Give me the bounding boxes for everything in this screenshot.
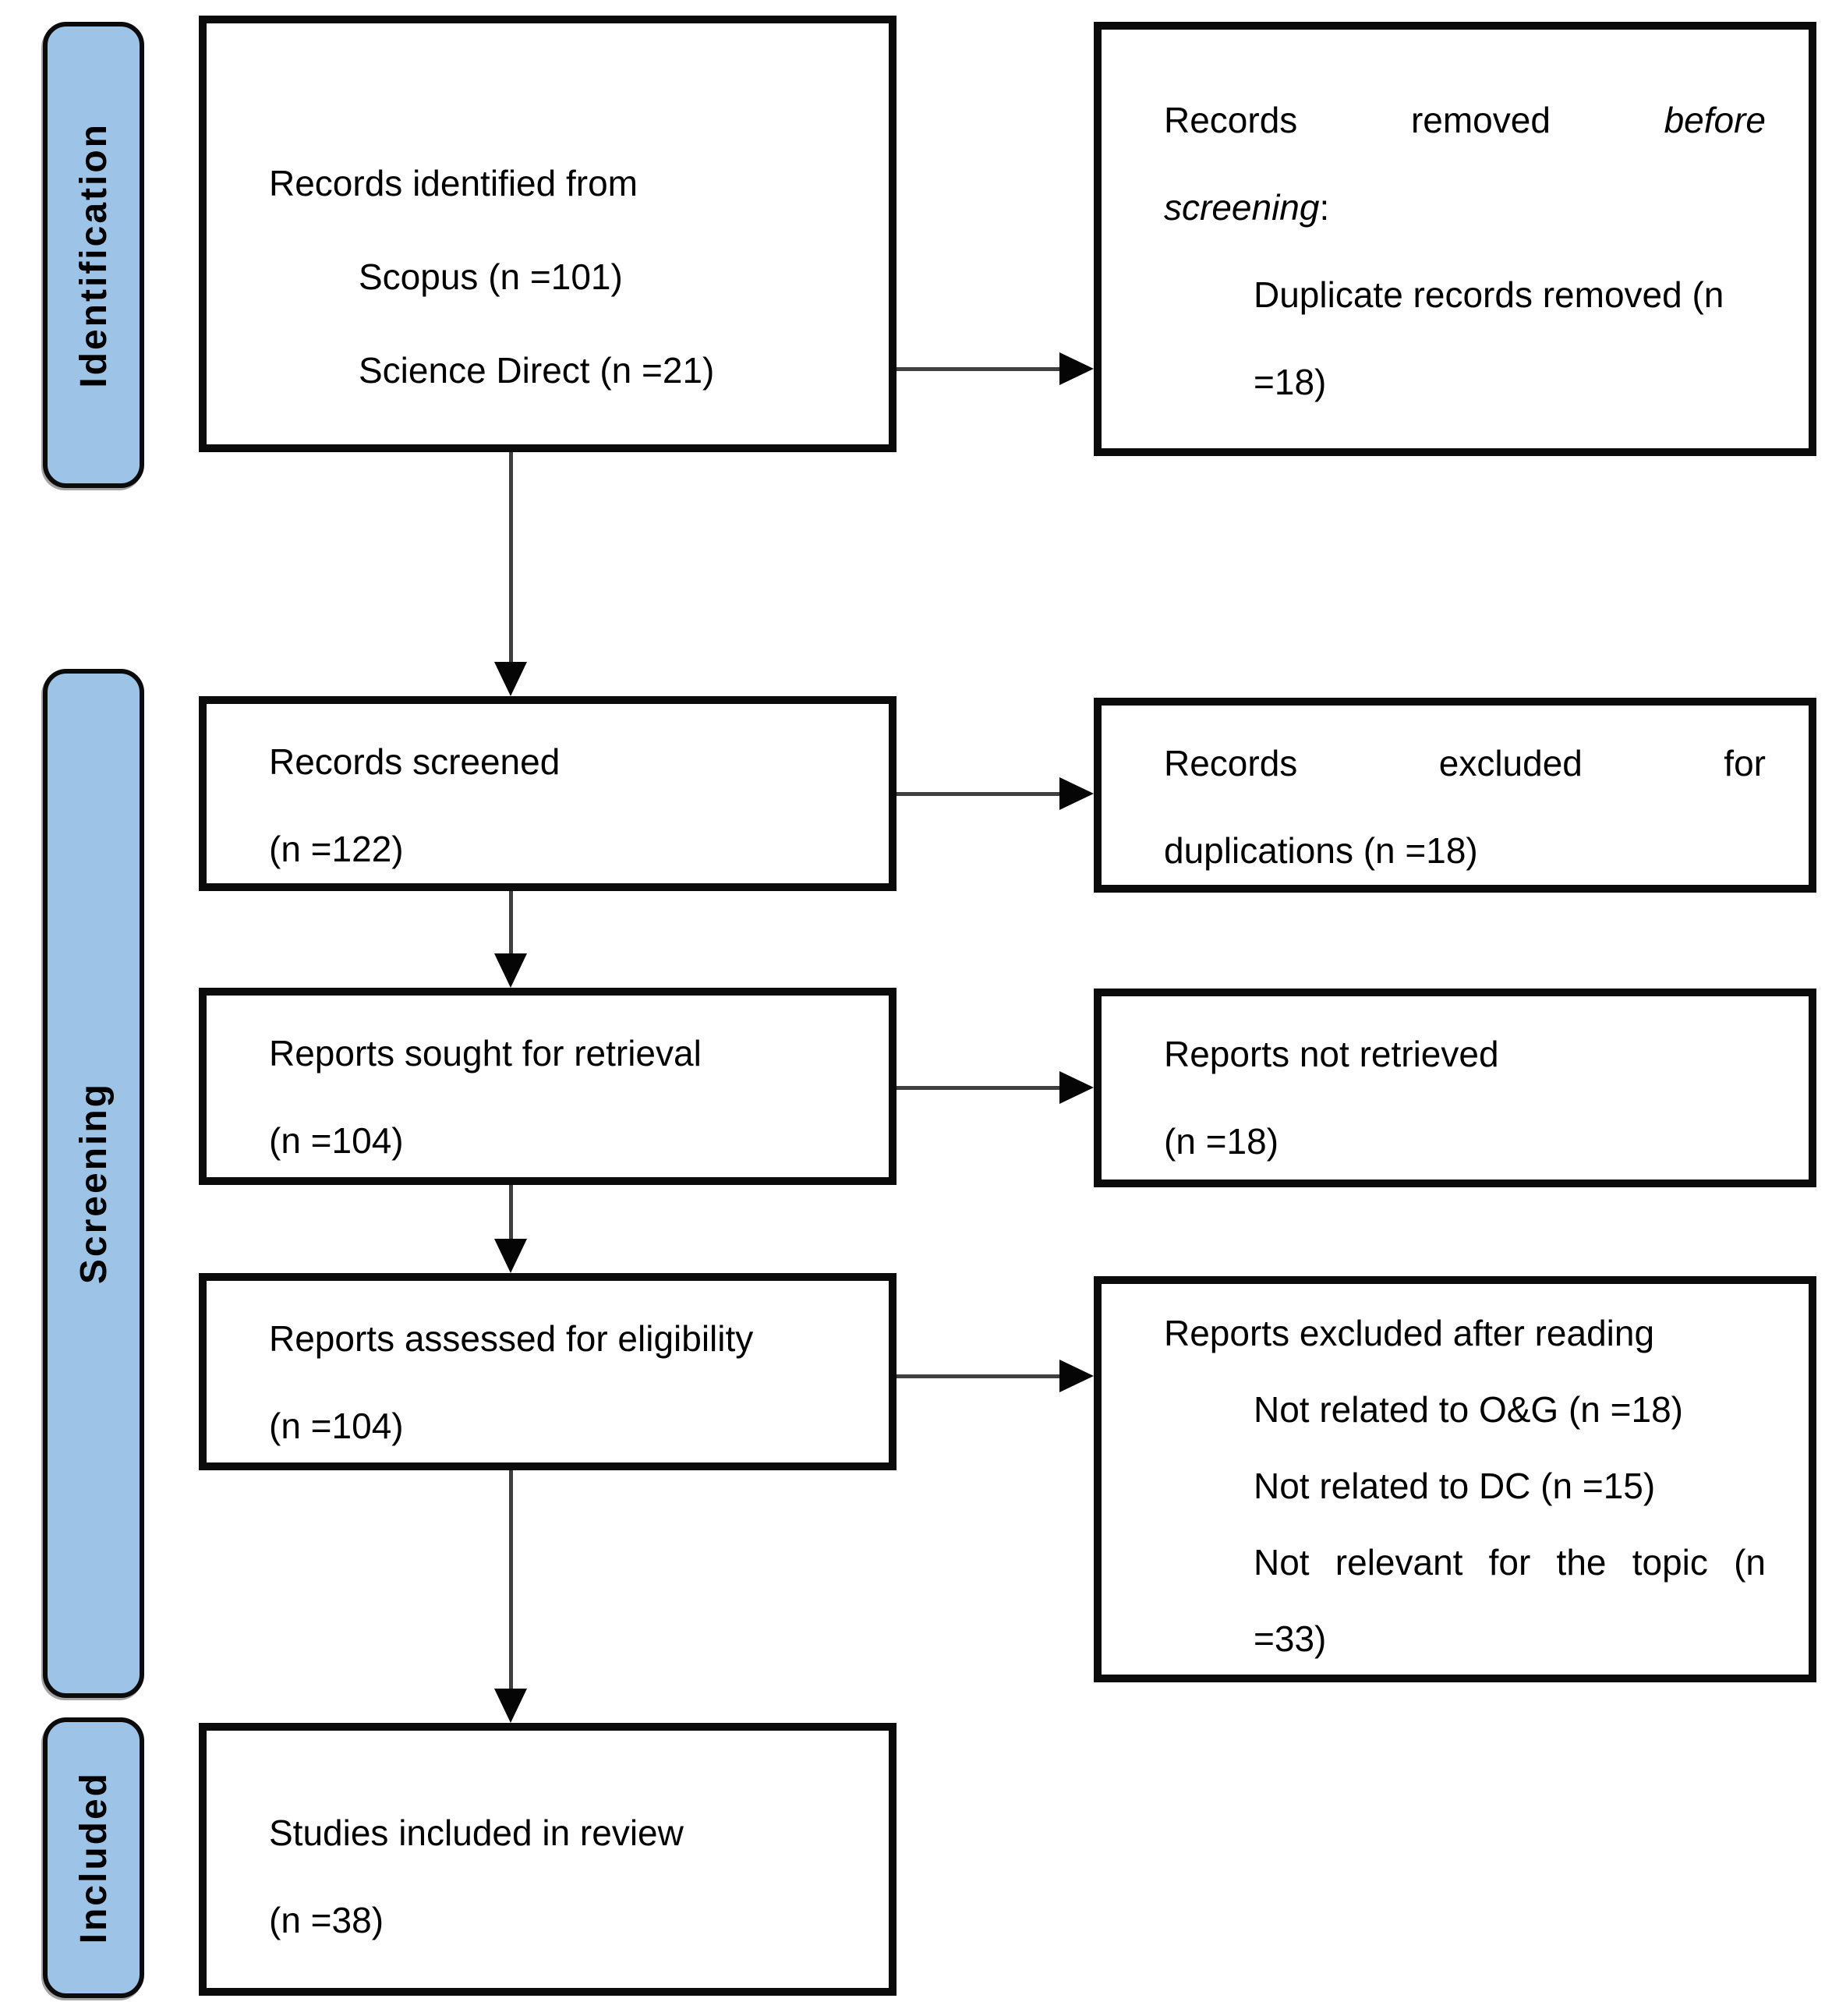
stage-label-identification: Identification <box>73 122 115 388</box>
box-records-removed: Records removed before screening: Duplic… <box>1094 22 1816 456</box>
stage-pill-included: Included <box>43 1717 144 1998</box>
box-title-continued: screening: <box>1164 187 1330 228</box>
box-title: Reports sought for retrieval <box>269 1033 702 1073</box>
arrow-sought-to-assessed-line <box>509 1185 513 1242</box>
box-title: Reports excluded after reading <box>1164 1313 1655 1353</box>
box-reports-assessed: Reports assessed for eligibility (n =104… <box>199 1273 897 1470</box>
arrow-screened-to-sought-head <box>494 953 527 988</box>
word: removed <box>1410 100 1551 140</box>
arrow-assessed-to-excludedreading-line <box>897 1374 1063 1378</box>
box-reports-not-retrieved: Reports not retrieved (n =18) <box>1094 989 1816 1187</box>
box-detail-count: =18) <box>1254 362 1327 402</box>
arrow-sought-to-notretrieved-head <box>1059 1071 1094 1104</box>
stage-pill-screening: Screening <box>43 669 144 1698</box>
box-count: (n =38) <box>269 1900 384 1940</box>
stage-pill-identification: Identification <box>43 22 144 488</box>
arrow-identified-to-removed-line <box>897 367 1063 371</box>
arrow-identified-to-removed-head <box>1059 352 1094 385</box>
arrow-screened-to-excluded-line <box>897 792 1063 796</box>
box-count: duplications (n =18) <box>1164 830 1478 871</box>
box-line-source-scopus: Scopus (n =101) <box>359 256 623 297</box>
box-records-screened: Records screened (n =122) <box>199 696 897 891</box>
box-records-excluded-duplications: Records excluded for duplications (n =18… <box>1094 698 1816 893</box>
box-detail: Duplicate records removed (n <box>1254 274 1724 315</box>
box-count: (n =104) <box>269 1120 404 1161</box>
stage-label-screening: Screening <box>73 1082 115 1285</box>
box-reports-excluded-reading: Reports excluded after reading Not relat… <box>1094 1276 1816 1682</box>
box-reports-sought: Reports sought for retrieval (n =104) <box>199 988 897 1185</box>
box-reason-1: Not related to O&G (n =18) <box>1254 1389 1683 1430</box>
arrow-identified-to-screened-line <box>509 452 513 665</box>
arrow-assessed-to-included-head <box>494 1689 527 1723</box>
arrow-screened-to-excluded-head <box>1059 777 1094 810</box>
box-title: Records excluded for <box>1164 743 1766 783</box>
arrow-assessed-to-excludedreading-head <box>1059 1360 1094 1392</box>
box-title: Records removed before <box>1164 76 1766 164</box>
box-line-source-sciencedirect: Science Direct (n =21) <box>359 350 715 391</box>
box-title: Reports assessed for eligibility <box>269 1318 754 1359</box>
word: Records <box>1164 100 1298 140</box>
arrow-sought-to-assessed-head <box>494 1239 527 1273</box>
arrow-identified-to-screened-head <box>494 662 527 696</box>
arrow-screened-to-sought-line <box>509 891 513 957</box>
box-title: Studies included in review <box>269 1813 684 1853</box>
stage-label-included: Included <box>73 1771 115 1944</box>
box-count: (n =104) <box>269 1406 404 1446</box>
box-reason-2: Not related to DC (n =15) <box>1254 1466 1656 1506</box>
box-title: Reports not retrieved <box>1164 1034 1499 1074</box>
box-count: (n =122) <box>269 829 404 869</box>
box-reason-3-count: =33) <box>1254 1618 1327 1659</box>
box-studies-included: Studies included in review (n =38) <box>199 1723 897 1996</box>
arrow-sought-to-notretrieved-line <box>897 1086 1063 1090</box>
box-records-identified: Records identified from Scopus (n =101) … <box>199 16 897 452</box>
arrow-assessed-to-included-line <box>509 1470 513 1692</box>
box-title: Records screened <box>269 741 561 782</box>
box-reason-3: Not relevant for the topic (n <box>1254 1542 1766 1583</box>
word-italic: before <box>1664 100 1767 140</box>
box-title: Records identified from <box>269 163 638 203</box>
box-count: (n =18) <box>1164 1121 1279 1162</box>
